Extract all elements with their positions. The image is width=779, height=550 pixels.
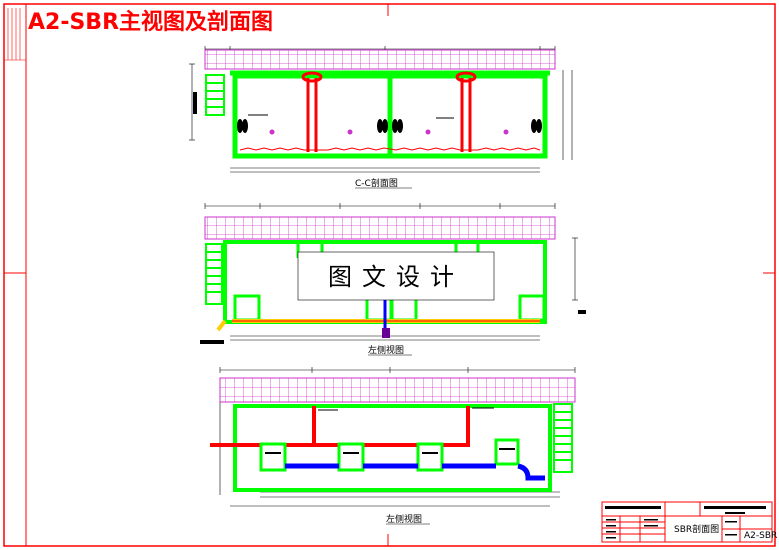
yellow-pipe — [216, 319, 540, 332]
view-label-middle: 左侧视图 — [368, 344, 404, 356]
sumps-bottom — [259, 438, 520, 472]
blue-pipe-bottom — [285, 463, 545, 481]
watermark-text: 图文设计 — [328, 263, 464, 291]
stair-bottom — [553, 403, 573, 473]
watermark: 图文设计 — [297, 251, 495, 301]
section-c-c-view: C-C剖面图 — [189, 46, 573, 189]
drawing-title: A2-SBR主视图及剖面图 — [28, 9, 273, 35]
drawing-name: SBR剖面图 — [674, 523, 719, 535]
stair-middle — [205, 243, 223, 305]
red-columns-top — [301, 71, 477, 152]
title-block — [601, 501, 773, 543]
stair-top — [205, 74, 225, 116]
slab-bottom — [219, 377, 576, 403]
red-pipe-bottom — [210, 406, 470, 447]
slab-middle — [204, 216, 556, 240]
sheet-code: A2-SBR — [744, 531, 777, 541]
aeration-line-top — [239, 147, 541, 151]
slab-top — [204, 49, 556, 70]
leader-lines-top — [248, 114, 454, 119]
binding-margin-lines — [4, 8, 26, 61]
side-view-bottom: 左侧视图 — [210, 367, 576, 525]
view-label-c-c: C-C剖面图 — [355, 177, 398, 189]
side-view-middle: 图文设计 左侧视图 — [200, 203, 586, 356]
leader-lines-bottom — [318, 407, 494, 411]
mixer-icon — [237, 119, 542, 133]
view-label-bottom: 左侧视图 — [386, 513, 422, 525]
drawing-frame — [3, 3, 776, 547]
diffuser-icon — [269, 129, 509, 135]
center-marks — [4, 4, 775, 546]
